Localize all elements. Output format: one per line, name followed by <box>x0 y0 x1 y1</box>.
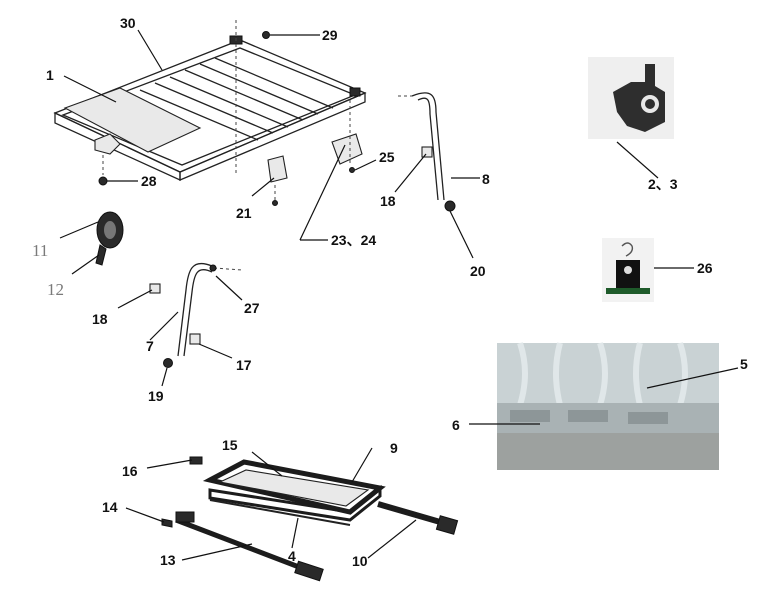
sunroof-motor <box>95 211 124 266</box>
screw-14 <box>161 518 173 528</box>
callout-7: 7 <box>146 338 154 354</box>
callout-2-3: 2、3 <box>648 176 678 192</box>
callout-12: 12 <box>47 280 64 299</box>
callout-6: 6 <box>452 417 460 433</box>
callout-10: 10 <box>352 553 368 569</box>
grommet-20 <box>444 200 456 212</box>
callout-11: 11 <box>32 241 48 260</box>
leader-lines <box>59 29 739 561</box>
callout-5: 5 <box>740 356 748 372</box>
callout-23-24: 23、24 <box>331 232 376 248</box>
callout-30: 30 <box>120 15 136 31</box>
callout-14: 14 <box>102 499 118 515</box>
screw-16 <box>189 456 203 465</box>
clip-18-left <box>149 283 161 294</box>
glass-panel <box>63 87 202 153</box>
callout-8: 8 <box>482 171 490 187</box>
screw-29 <box>262 31 270 39</box>
bracket-21 <box>267 155 288 183</box>
callout-26: 26 <box>697 260 713 276</box>
callout-4: 4 <box>288 548 296 564</box>
nut-28 <box>98 176 108 186</box>
drain-hose-right <box>398 92 456 212</box>
callout-25: 25 <box>379 149 395 165</box>
callout-18-right: 18 <box>380 193 396 209</box>
callout-13: 13 <box>160 552 176 568</box>
callout-19: 19 <box>148 388 164 404</box>
callout-18-left: 18 <box>92 311 108 327</box>
front-bracket <box>94 133 121 155</box>
drain-hose-left <box>149 262 243 368</box>
callout-1: 1 <box>46 67 54 83</box>
callout-15: 15 <box>222 437 238 453</box>
callout-29: 29 <box>322 27 338 43</box>
sunroof-frame-assembly <box>53 20 367 206</box>
callout-21: 21 <box>236 205 252 221</box>
clip-18-right <box>421 146 433 158</box>
photo-headliner <box>497 342 719 470</box>
callout-9: 9 <box>390 440 398 456</box>
seal-frame-set <box>202 459 386 526</box>
callout-28: 28 <box>141 173 157 189</box>
callout-16: 16 <box>122 463 138 479</box>
bracket-23-24 <box>331 133 363 165</box>
clip-17 <box>189 333 201 345</box>
photo-part-2-3 <box>588 57 674 139</box>
photo-part-26 <box>602 238 654 302</box>
callout-labels: 1 30 29 28 21 23、24 25 8 18 20 11 12 2、3… <box>32 15 748 569</box>
callout-27: 27 <box>244 300 260 316</box>
callout-20: 20 <box>470 263 486 279</box>
callout-17: 17 <box>236 357 252 373</box>
grommet-19 <box>163 358 173 368</box>
